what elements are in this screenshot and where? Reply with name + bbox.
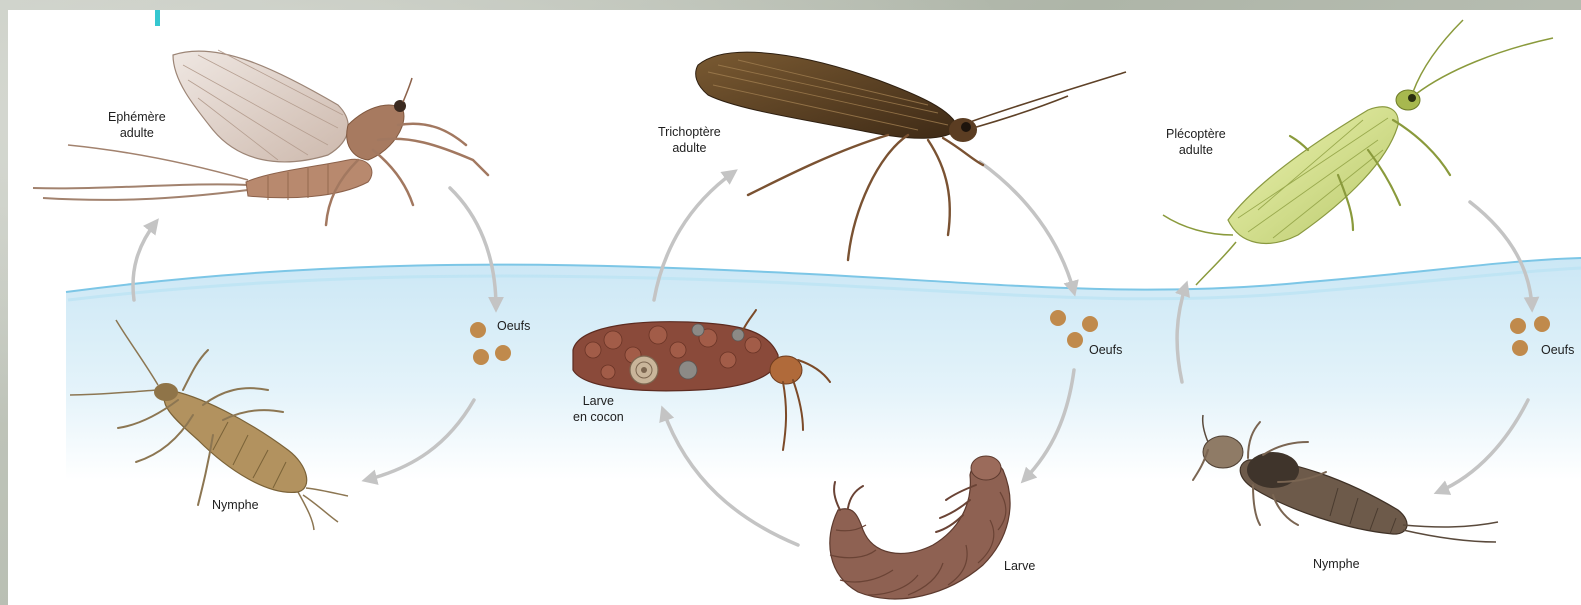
water-body [66,258,1581,480]
label-ephemere-nymph: Nymphe [212,497,259,513]
mayfly-adult-illustration [33,50,488,225]
label-plecoptere-nymph: Nymphe [1313,556,1360,572]
caddisfly-adult-illustration [696,52,1126,260]
diagram-illustration [8,10,1581,605]
label-trichoptere-cocoon: Larve en cocon [573,393,624,425]
label-plecoptere-adult: Plécoptère adulte [1166,126,1226,158]
label-trichoptere-adult: Trichoptère adulte [658,124,721,156]
label-ephemere-eggs: Oeufs [497,318,530,334]
lifecycle-diagram: Ephémère adulte Oeufs Nymphe Trichoptère… [8,10,1581,605]
accent-mark [155,10,160,26]
label-ephemere-adult: Ephémère adulte [108,109,166,141]
label-trichoptere-larva: Larve [1004,558,1035,574]
label-trichoptere-eggs: Oeufs [1089,342,1122,358]
label-plecoptere-eggs: Oeufs [1541,342,1574,358]
